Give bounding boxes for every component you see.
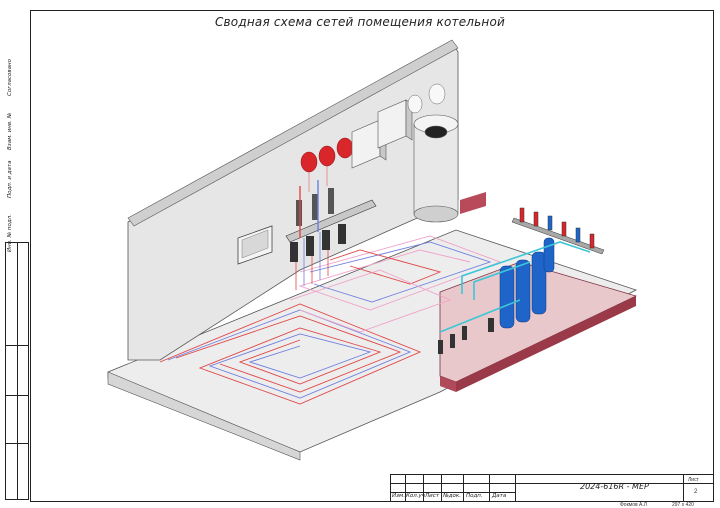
tb-col-sheet: Лист — [425, 493, 439, 499]
approval-stamp-column — [5, 242, 29, 500]
sheet-label: Лист — [688, 477, 699, 483]
water-supply-pipes — [439, 241, 591, 333]
floor-edge — [107, 371, 301, 461]
tb-col-change: Изм. — [392, 493, 405, 499]
tb-col-sign: Подп. — [466, 493, 483, 499]
stamp-label-signature: Подп. и дата — [7, 160, 13, 198]
title-block — [390, 474, 714, 502]
author-name: Фокмов А.Л — [620, 502, 648, 508]
underfloor-heating-loops — [159, 235, 502, 405]
white-tanks — [407, 83, 446, 114]
stamp-label-replacement: Взам. инв. № — [7, 112, 13, 150]
drawing-code: 2024-616R - МЕР — [580, 482, 649, 491]
tb-col-docnum: №док. — [443, 493, 461, 499]
stamp-label-inventory: Инв. № подл. — [7, 214, 13, 252]
sheet-format: 297 х 420 — [672, 502, 694, 508]
wall-boilers — [351, 99, 413, 169]
wall-top-edge — [127, 39, 459, 227]
hot-water-cylinder — [413, 114, 459, 223]
sheet-number: 2 — [694, 489, 698, 495]
heating-manifold — [285, 180, 377, 262]
stamp-label-approved: Согласовано — [7, 59, 13, 96]
right-manifold — [511, 207, 605, 255]
drawing-frame — [30, 10, 714, 502]
pre-filters — [438, 318, 494, 354]
tb-col-count: Кол.уч — [406, 493, 426, 499]
diagram-title: Сводная схема сетей помещения котельной — [214, 15, 506, 29]
tb-col-date: Дата — [492, 493, 507, 499]
water-filters — [499, 237, 555, 329]
expansion-tanks — [300, 137, 354, 192]
